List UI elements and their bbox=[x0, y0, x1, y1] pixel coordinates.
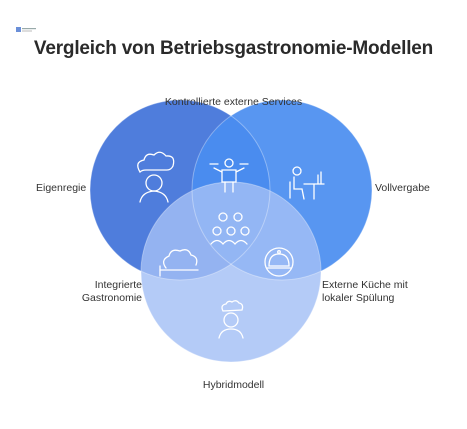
circle-hybridmodell bbox=[141, 182, 321, 362]
cloche-icon bbox=[264, 247, 294, 277]
dining-person-icon bbox=[289, 166, 325, 200]
chef-icon bbox=[137, 151, 175, 203]
kitchen-icon bbox=[159, 249, 199, 277]
label-integrierte-gastronomie: Integrierte Gastronomie bbox=[81, 279, 142, 304]
label-eigenregie: Eigenregie bbox=[36, 182, 87, 194]
label-kontrollierte-externe-services: Kontrollierte externe Services bbox=[164, 96, 303, 108]
label-hybridmodell: Hybridmodell bbox=[202, 379, 265, 391]
brand-logo bbox=[16, 27, 36, 32]
diagram-title: Vergleich von Betriebsgastronomie-Modell… bbox=[33, 38, 434, 59]
label-externe-kueche: Externe Küche mit lokaler Spülung bbox=[322, 279, 408, 304]
group-people-icon bbox=[210, 212, 250, 245]
label-vollvergabe: Vollvergabe bbox=[375, 182, 430, 194]
waiter-icon bbox=[209, 158, 249, 193]
chef-portrait-icon bbox=[218, 300, 244, 339]
